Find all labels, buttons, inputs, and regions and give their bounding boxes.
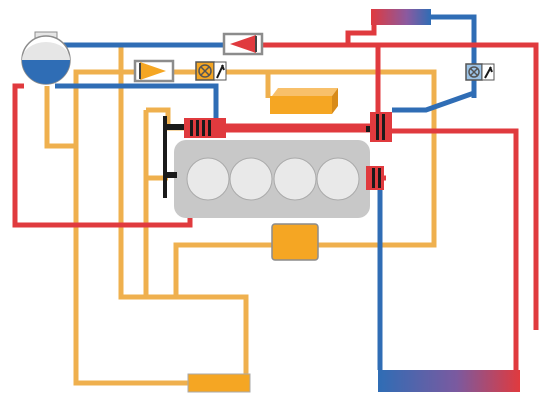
check-valve-red [222, 32, 264, 56]
cylinder-4 [316, 157, 360, 201]
hot-pipe-radiator-feed [392, 128, 519, 370]
check-valve-yellow [133, 59, 175, 83]
radiator-main [378, 370, 520, 392]
hot-pipe-upper-bus [262, 42, 539, 330]
aux-pipe-outer-loop [73, 69, 437, 248]
cylinder-3 [273, 157, 317, 201]
auxiliary-circuit [44, 45, 437, 386]
cylinder-2 [229, 157, 273, 201]
check-valve-icon [140, 62, 166, 80]
engine-block [174, 140, 370, 218]
heat-exchanger-icon [187, 373, 251, 393]
cold-pipe-valve-down [392, 82, 477, 113]
thermostat-icon [370, 112, 392, 142]
oil-cooler [270, 88, 338, 114]
shutoff-valve-right [465, 63, 495, 81]
cold-pipe-tank-down [55, 83, 219, 118]
tank-water-fill [22, 60, 70, 84]
shutoff-valve-upper [195, 61, 227, 81]
thermostat-upper [366, 112, 392, 142]
thermostat-lower [366, 166, 384, 190]
hot-pipe-heater-feed [345, 17, 377, 45]
cylinder-1 [186, 157, 230, 201]
aux-pipe-to-pump-box [176, 294, 249, 386]
check-valve-icon [230, 35, 256, 53]
intercooler [187, 373, 251, 393]
heater-core [371, 9, 431, 25]
water-pump [271, 223, 319, 261]
pump-icon [271, 223, 319, 261]
heat-exchanger-icon [270, 96, 332, 114]
cylinder-head-connector [163, 116, 226, 198]
expansion-tank [21, 31, 71, 85]
